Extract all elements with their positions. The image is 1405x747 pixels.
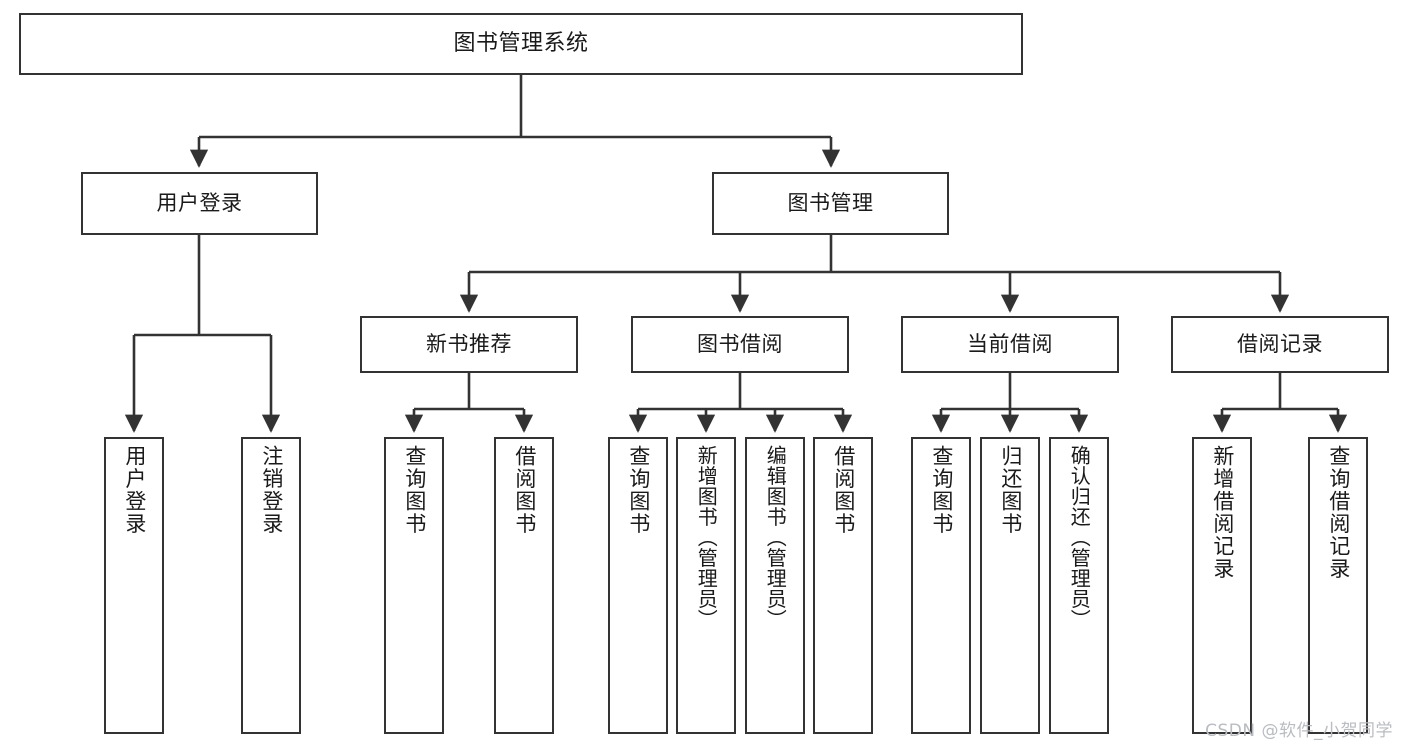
node-book-management[interactable]: 图书管理 [712, 172, 949, 235]
leaf-record-add-record[interactable]: 新增借阅记录 [1192, 437, 1252, 734]
node-user-login[interactable]: 用户登录 [81, 172, 318, 235]
node-root-system[interactable]: 图书管理系统 [19, 13, 1023, 75]
node-label: 新增借阅记录 [1210, 445, 1235, 580]
node-label: 查询图书 [929, 445, 954, 535]
leaf-record-query-record[interactable]: 查询借阅记录 [1308, 437, 1368, 734]
node-borrow-record[interactable]: 借阅记录 [1171, 316, 1389, 373]
node-label: 新增图书（管理员） [694, 445, 719, 630]
node-label: 查询图书 [402, 445, 427, 535]
node-new-book-recommend[interactable]: 新书推荐 [360, 316, 578, 373]
leaf-user-login-logout[interactable]: 注销登录 [241, 437, 301, 734]
node-label: 新书推荐 [426, 332, 512, 357]
node-label: 图书管理 [787, 191, 874, 216]
node-label: 归还图书 [998, 445, 1023, 535]
leaf-recommend-query-book[interactable]: 查询图书 [384, 437, 444, 734]
leaf-current-confirm-return-admin[interactable]: 确认归还（管理员） [1049, 437, 1109, 734]
csdn-watermark: CSDN @软件_小贺同学 [1205, 721, 1393, 741]
leaf-borrow-add-book-admin[interactable]: 新增图书（管理员） [676, 437, 736, 734]
node-label: 查询借阅记录 [1326, 445, 1351, 580]
node-label: 注销登录 [259, 445, 284, 535]
node-label: 借阅图书 [831, 445, 856, 535]
node-book-borrow[interactable]: 图书借阅 [631, 316, 849, 373]
node-label: 借阅图书 [512, 445, 537, 535]
leaf-borrow-query-book[interactable]: 查询图书 [608, 437, 668, 734]
leaf-borrow-borrow-book[interactable]: 借阅图书 [813, 437, 873, 734]
node-label: 当前借阅 [967, 332, 1053, 357]
leaf-current-query-book[interactable]: 查询图书 [911, 437, 971, 734]
node-label: 确认归还（管理员） [1067, 445, 1092, 630]
node-label: 图书管理系统 [453, 31, 589, 57]
leaf-borrow-edit-book-admin[interactable]: 编辑图书（管理员） [745, 437, 805, 734]
leaf-recommend-borrow-book[interactable]: 借阅图书 [494, 437, 554, 734]
node-label: 图书借阅 [697, 332, 783, 357]
node-label: 查询图书 [626, 445, 651, 535]
node-label: 编辑图书（管理员） [763, 445, 788, 630]
node-label: 借阅记录 [1237, 332, 1323, 357]
leaf-current-return-book[interactable]: 归还图书 [980, 437, 1040, 734]
leaf-user-login-login[interactable]: 用户登录 [104, 437, 164, 734]
node-current-borrow[interactable]: 当前借阅 [901, 316, 1119, 373]
node-label: 用户登录 [122, 445, 147, 535]
node-label: 用户登录 [156, 191, 243, 216]
